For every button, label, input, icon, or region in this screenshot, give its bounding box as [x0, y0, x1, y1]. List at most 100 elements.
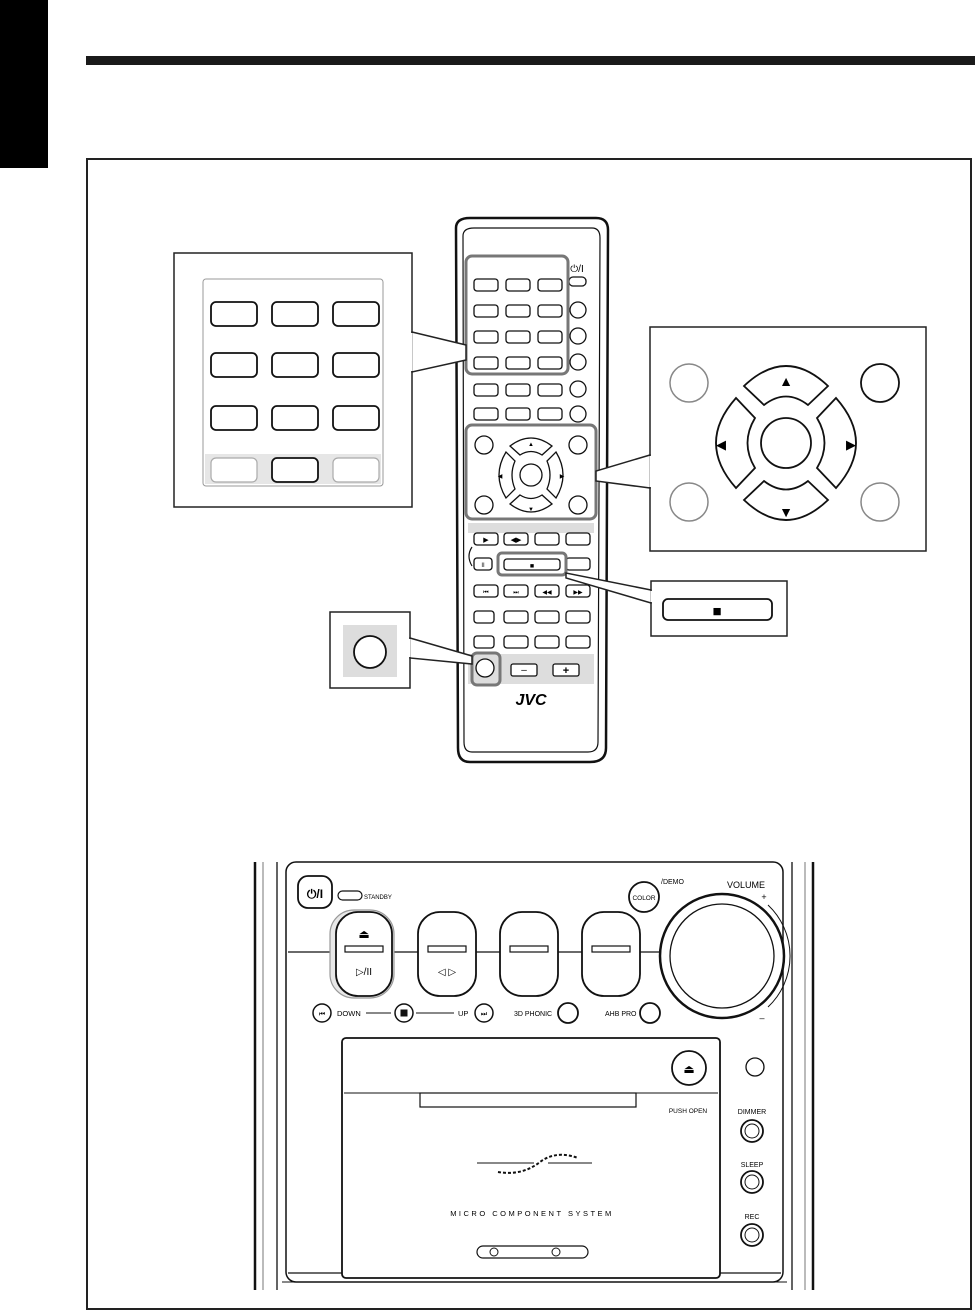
rec-label: REC	[745, 1214, 760, 1221]
remote-key[interactable]	[537, 330, 563, 344]
remote-key[interactable]	[534, 610, 560, 624]
callout-down-arrow-icon: ▼	[779, 504, 793, 520]
unit-stop-icon	[400, 1009, 408, 1017]
remote-pause-button[interactable]	[473, 557, 493, 571]
keypad-key[interactable]	[271, 352, 319, 378]
remote-corner-button[interactable]	[474, 495, 494, 515]
callout-left-key[interactable]	[715, 396, 757, 490]
remote-band	[468, 523, 594, 533]
callout-corner-button[interactable]	[669, 482, 709, 522]
remote-round-key[interactable]	[475, 658, 495, 678]
top-button-3[interactable]	[499, 911, 559, 997]
remote-key[interactable]	[505, 278, 531, 292]
remote-enter-key[interactable]	[519, 463, 543, 487]
sleep-button[interactable]	[740, 1170, 764, 1194]
keypad-key[interactable]	[271, 301, 319, 327]
remote-key[interactable]	[537, 304, 563, 318]
ahb-pro-button[interactable]	[639, 1002, 661, 1024]
remote-round-button[interactable]	[569, 301, 587, 319]
unit-power-button[interactable]	[297, 875, 333, 909]
remote-key[interactable]	[534, 635, 560, 649]
remote-key[interactable]	[473, 610, 495, 624]
color-demo-button[interactable]	[628, 881, 660, 913]
remote-key[interactable]	[565, 610, 591, 624]
keypad-key-dim[interactable]	[210, 457, 258, 483]
remote-key[interactable]	[473, 330, 499, 344]
remote-key[interactable]	[505, 356, 531, 370]
remote-up-key[interactable]	[508, 437, 554, 456]
remote-key[interactable]	[473, 356, 499, 370]
keypad-key-dim[interactable]	[332, 457, 380, 483]
remote-ffw-button[interactable]	[565, 584, 591, 598]
remote-key[interactable]	[565, 532, 591, 546]
remote-key[interactable]	[503, 610, 529, 624]
keypad-key[interactable]	[210, 352, 258, 378]
remote-next-button[interactable]	[503, 584, 529, 598]
callout-stop-button[interactable]	[662, 598, 773, 621]
rec-button[interactable]	[740, 1223, 764, 1247]
callout-corner-button[interactable]	[860, 363, 900, 403]
keypad-key[interactable]	[210, 405, 258, 431]
remote-key[interactable]	[473, 383, 499, 397]
keypad-key[interactable]	[332, 352, 380, 378]
unit-prev-button[interactable]	[312, 1003, 332, 1023]
callout-down-key[interactable]	[742, 479, 830, 521]
reverse-play-button[interactable]	[417, 911, 477, 997]
remote-key[interactable]	[537, 383, 563, 397]
remote-key[interactable]	[473, 304, 499, 318]
remote-left-key[interactable]	[498, 450, 516, 500]
remote-round-button[interactable]	[569, 405, 587, 423]
remote-key[interactable]	[503, 635, 529, 649]
remote-key[interactable]	[505, 383, 531, 397]
remote-volume-up-button[interactable]	[552, 663, 580, 677]
keypad-key[interactable]	[332, 301, 380, 327]
remote-key[interactable]	[505, 407, 531, 421]
remote-key[interactable]	[473, 635, 495, 649]
callout-corner-button[interactable]	[669, 363, 709, 403]
tray-door[interactable]	[341, 1037, 721, 1279]
remote-reverse-play-icon: ◀▶	[511, 537, 522, 544]
remote-key[interactable]	[534, 532, 560, 546]
callout-right-key[interactable]	[815, 396, 857, 490]
remote-volume-down-button[interactable]	[510, 663, 538, 677]
eject-play-button[interactable]	[335, 911, 393, 997]
remote-key[interactable]	[537, 278, 563, 292]
remote-key[interactable]	[537, 407, 563, 421]
remote-down-key[interactable]	[508, 494, 554, 513]
keypad-key[interactable]	[271, 405, 319, 431]
remote-right-key[interactable]	[546, 450, 564, 500]
remote-key[interactable]	[565, 557, 591, 571]
unit-next-button[interactable]	[474, 1003, 494, 1023]
callout-round-button[interactable]	[353, 635, 387, 669]
remote-key[interactable]	[505, 330, 531, 344]
remote-key[interactable]	[473, 407, 499, 421]
callout-enter-key[interactable]	[760, 417, 812, 469]
remote-power-button[interactable]	[568, 276, 587, 287]
phonic-button[interactable]	[557, 1002, 579, 1024]
top-button-4[interactable]	[581, 911, 641, 997]
callout-corner-button[interactable]	[860, 482, 900, 522]
remote-key[interactable]	[565, 635, 591, 649]
remote-prev-button[interactable]	[473, 584, 499, 598]
keypad-key[interactable]	[210, 301, 258, 327]
callout-up-key[interactable]	[742, 365, 830, 407]
remote-round-button[interactable]	[569, 327, 587, 345]
remote-corner-button[interactable]	[474, 435, 494, 455]
remote-rew-button[interactable]	[534, 584, 560, 598]
remote-reverse-play-button[interactable]	[503, 532, 529, 546]
remote-play-button[interactable]	[473, 532, 499, 546]
remote-corner-button[interactable]	[568, 435, 588, 455]
remote-round-button[interactable]	[569, 380, 587, 398]
keypad-key[interactable]	[332, 405, 380, 431]
remote-key[interactable]	[473, 278, 499, 292]
tray-handle[interactable]	[476, 1245, 589, 1259]
door-eject-button[interactable]	[671, 1050, 707, 1086]
dimmer-button[interactable]	[740, 1119, 764, 1143]
remote-key[interactable]	[537, 356, 563, 370]
keypad-key[interactable]	[271, 457, 319, 483]
remote-round-button[interactable]	[569, 353, 587, 371]
remote-stop-button[interactable]	[503, 558, 561, 571]
remote-key[interactable]	[505, 304, 531, 318]
remote-corner-button[interactable]	[568, 495, 588, 515]
